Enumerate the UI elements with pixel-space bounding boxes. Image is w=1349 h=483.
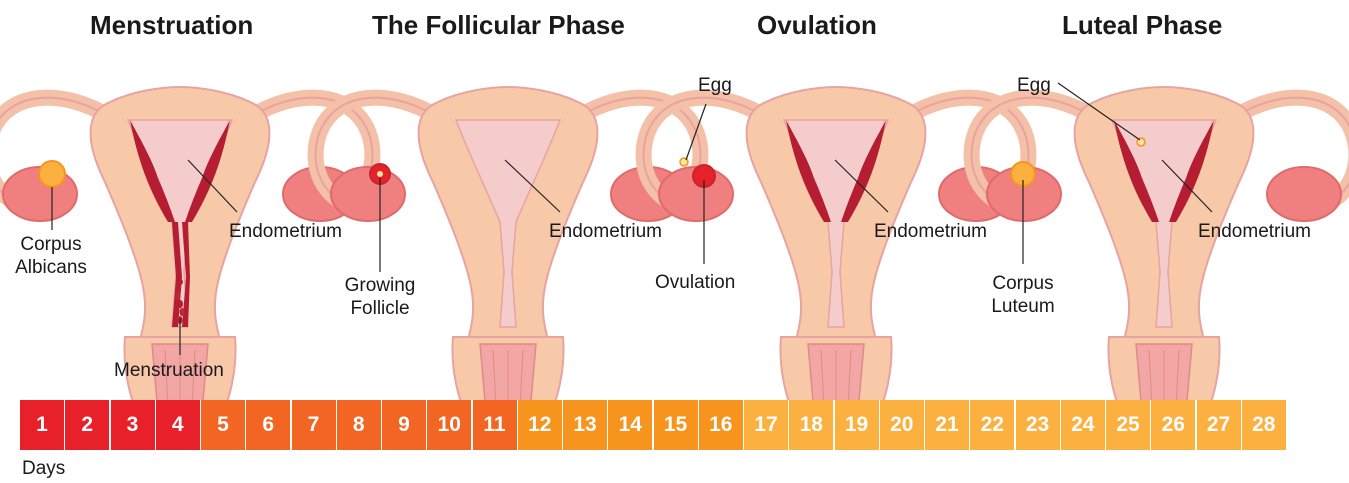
- day-cell-1: 1: [20, 400, 64, 450]
- label-growing-follicle: Growing Follicle: [330, 274, 430, 320]
- label-endometrium-3: Endometrium: [874, 220, 987, 243]
- label-corpus-luteum: Corpus Luteum: [978, 272, 1068, 318]
- days-label: Days: [22, 458, 65, 480]
- day-cell-17: 17: [744, 400, 788, 450]
- day-cell-20: 20: [880, 400, 924, 450]
- day-cell-21: 21: [925, 400, 969, 450]
- label-endometrium-2: Endometrium: [549, 220, 662, 243]
- uterus-illustrations: [0, 0, 1349, 400]
- day-cell-19: 19: [835, 400, 879, 450]
- day-cell-25: 25: [1106, 400, 1150, 450]
- day-cell-4: 4: [156, 400, 200, 450]
- day-cell-18: 18: [789, 400, 833, 450]
- day-cell-2: 2: [65, 400, 109, 450]
- day-cell-9: 9: [382, 400, 426, 450]
- day-cell-26: 26: [1151, 400, 1195, 450]
- day-cell-14: 14: [608, 400, 652, 450]
- day-cell-11: 11: [473, 400, 517, 450]
- day-cell-22: 22: [970, 400, 1014, 450]
- label-endometrium-1: Endometrium: [229, 220, 342, 243]
- day-cell-7: 7: [292, 400, 336, 450]
- day-cell-15: 15: [654, 400, 698, 450]
- day-cell-28: 28: [1242, 400, 1286, 450]
- day-cell-3: 3: [111, 400, 155, 450]
- label-menstruation: Menstruation: [114, 359, 224, 382]
- day-cell-12: 12: [518, 400, 562, 450]
- day-cell-27: 27: [1197, 400, 1241, 450]
- day-cell-8: 8: [337, 400, 381, 450]
- label-egg-ovulation: Egg: [698, 74, 732, 97]
- label-endometrium-4: Endometrium: [1198, 220, 1311, 243]
- label-corpus-albicans: Corpus Albicans: [6, 233, 96, 279]
- label-ovulation: Ovulation: [655, 271, 735, 294]
- day-cell-16: 16: [699, 400, 743, 450]
- day-cell-13: 13: [563, 400, 607, 450]
- day-cell-10: 10: [427, 400, 471, 450]
- day-cell-5: 5: [201, 400, 245, 450]
- day-cell-24: 24: [1061, 400, 1105, 450]
- label-egg-luteal: Egg: [1017, 74, 1051, 97]
- day-cell-23: 23: [1016, 400, 1060, 450]
- day-cell-6: 6: [246, 400, 290, 450]
